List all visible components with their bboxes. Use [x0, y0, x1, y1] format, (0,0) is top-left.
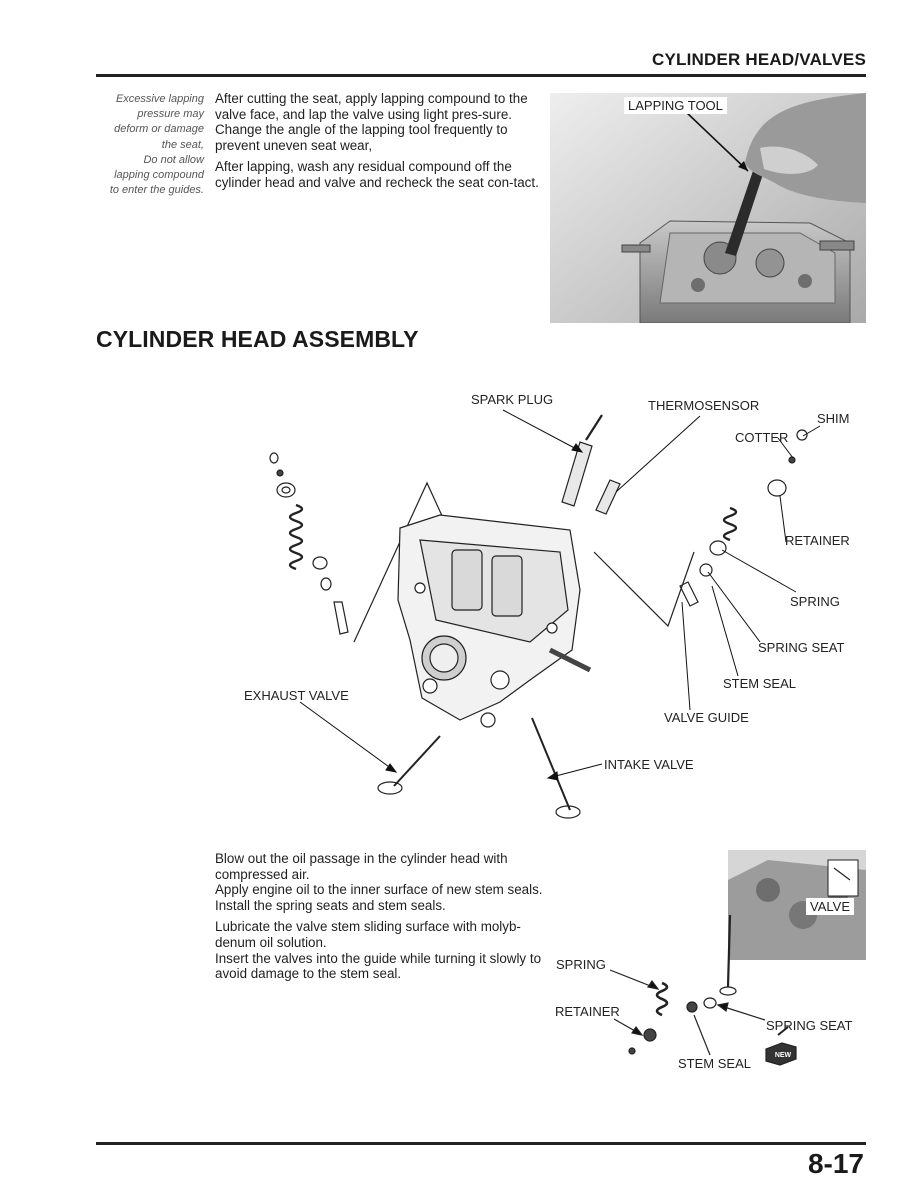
photo-label-valve: VALVE [806, 898, 854, 915]
label-valve-guide: VALVE GUIDE [664, 710, 749, 725]
new-part-icon-label: NEW [774, 1052, 792, 1059]
label-intake-valve: INTAKE VALVE [604, 757, 694, 772]
cylinder-head-exploded-diagram [269, 409, 821, 819]
lapping-tool-photo: LAPPING TOOL [550, 93, 866, 324]
lapping-tool-label: LAPPING TOOL [624, 97, 727, 114]
lapping-paragraph-3: After lapping, wash any residual compoun… [215, 159, 539, 190]
install-instructions: Blow out the oil passage in the cylinder… [215, 851, 543, 982]
install-paragraph-5: Insert the valves into the guide while t… [215, 950, 542, 982]
lapping-instructions: After cutting the seat, apply lapping co… [215, 91, 543, 191]
side-note-line: Excessive lapping [115, 93, 204, 105]
install-paragraph-3: Install the spring seats and stem seals. [215, 897, 446, 913]
side-note-line: pressure may [137, 108, 204, 121]
side-note-line: the seat, [161, 138, 204, 151]
side-note-line: Do not allow [143, 153, 204, 166]
section-title: CYLINDER HEAD ASSEMBLY [96, 326, 419, 352]
valve-install-photo: VALVE [728, 850, 866, 960]
footer-rule [96, 1142, 866, 1145]
install-paragraph-2: Apply engine oil to the inner surface of… [215, 882, 543, 898]
label-install-spring: SPRING [556, 957, 606, 972]
label-retainer: RETAINER [785, 533, 850, 548]
side-note-line: lapping compound [114, 169, 204, 182]
label-spring-seat: SPRING SEAT [758, 640, 845, 655]
side-note-line: to enter the guides. [109, 184, 204, 197]
label-stem-seal: STEM SEAL [723, 676, 796, 691]
label-spark-plug: SPARK PLUG [471, 392, 554, 407]
label-cotter: COTTER [735, 430, 789, 445]
lapping-paragraph-1: After cutting the seat, apply lapping co… [215, 91, 528, 122]
valve-install-diagram [609, 915, 797, 1066]
lapping-photo-illustration [550, 93, 866, 324]
header-rule [96, 74, 866, 77]
section-header-title: CYLINDER HEAD/VALVES [651, 50, 866, 69]
install-paragraph-1: Blow out the oil passage in the cylinder… [215, 851, 508, 882]
label-exhaust-valve: EXHAUST VALVE [244, 688, 349, 703]
side-note-line: deform or damage [114, 123, 204, 136]
label-install-spring-seat: SPRING SEAT [766, 1018, 853, 1033]
valve-photo-illustration [728, 850, 866, 960]
install-paragraph-4: Lubricate the valve stem sliding surface… [215, 919, 521, 950]
label-install-retainer: RETAINER [555, 1004, 620, 1019]
label-thermosensor: THERMOSENSOR [648, 398, 760, 413]
label-spring: SPRING [790, 594, 840, 609]
label-shim: SHIM [817, 411, 850, 426]
side-note: Excessive lapping pressure may deform or… [92, 92, 204, 198]
lapping-paragraph-2: Change the angle of the lapping tool fre… [215, 122, 508, 153]
label-install-stem-seal: STEM SEAL [678, 1056, 751, 1071]
page-number: 8-17 [807, 1148, 864, 1179]
